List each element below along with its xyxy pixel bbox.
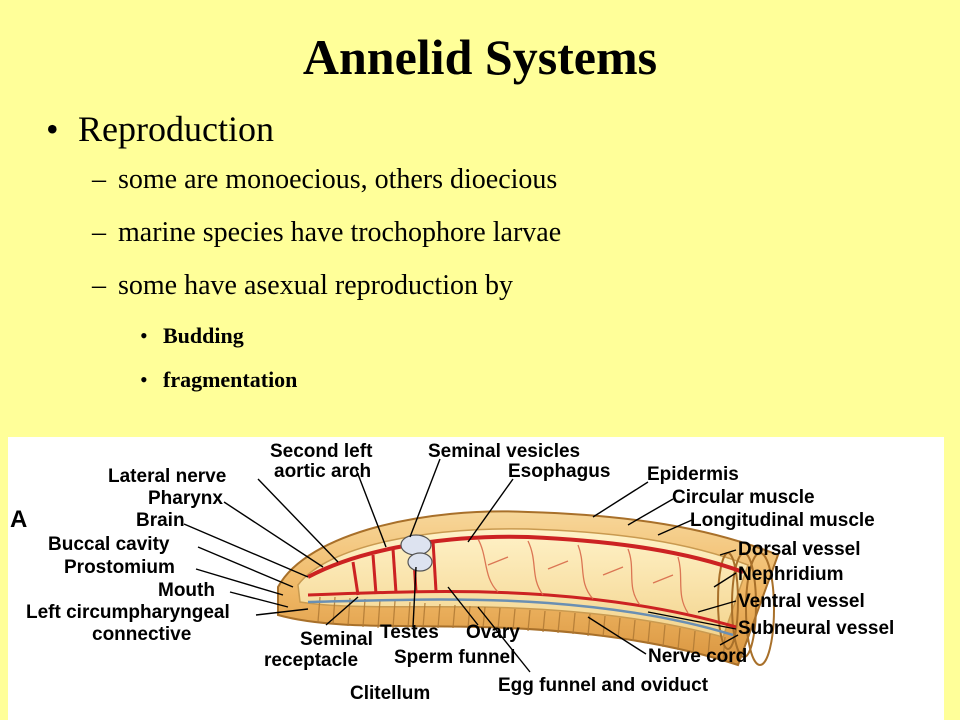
sub-sub-bullet-text: fragmentation: [163, 367, 298, 392]
label-nephridium: Nephridium: [738, 564, 844, 585]
label-testes: Testes: [380, 622, 439, 643]
label-sperm-funnel: Sperm funnel: [394, 647, 515, 668]
panel-letter: A: [10, 506, 27, 533]
sub-sub-bullet-text: Budding: [163, 323, 244, 348]
ventral-vessel: [307, 590, 737, 629]
label-seminal: Seminal: [300, 629, 373, 650]
dorsal-vessel: [307, 534, 744, 579]
label-pharynx: Pharynx: [148, 488, 223, 509]
sub-bullet: –marine species have trochophore larvae: [92, 217, 562, 248]
label-epidermis: Epidermis: [647, 464, 739, 485]
sub-bullet-text: some have asexual reproduction by: [118, 270, 513, 301]
label-left-circumpharyngeal: Left circumpharyngeal: [26, 602, 230, 623]
label-lateral-nerve: Lateral nerve: [108, 466, 226, 487]
label-seminal-vesicles: Seminal vesicles: [428, 441, 580, 462]
label-circular-muscle: Circular muscle: [672, 487, 815, 508]
sub-bullet-text: some are monoecious, others dioecious: [118, 164, 558, 195]
bullet-reproduction: Reproduction: [46, 108, 926, 150]
label-prostomium: Prostomium: [64, 557, 175, 578]
label-connective: connective: [92, 624, 191, 645]
slide-title: Annelid Systems: [302, 29, 658, 85]
label-subneural-vessel: Subneural vessel: [738, 618, 894, 639]
sub-bullet: –some have asexual reproduction by: [92, 270, 513, 301]
sub-bullet-text: marine species have trochophore larvae: [118, 217, 562, 248]
label-ventral-vessel: Ventral vessel: [738, 591, 865, 612]
label-longitudinal-muscle: Longitudinal muscle: [690, 510, 875, 531]
sub-sub-bullet: •Budding: [140, 323, 244, 348]
leader-lines: [183, 458, 739, 673]
bullet-list: Reproduction –some are monoecious, other…: [46, 108, 926, 413]
label-egg-funnel: Egg funnel and oviduct: [498, 675, 709, 696]
label-nerve-cord: Nerve cord: [648, 646, 747, 667]
label-brain: Brain: [136, 510, 185, 531]
body-segments: [317, 596, 726, 661]
seminal-vesicles-shape: [400, 534, 433, 572]
label-esophagus: Esophagus: [508, 461, 610, 482]
earthworm-diagram: Second left aortic arch Seminal vesicles…: [10, 441, 894, 704]
label-receptacle: receptacle: [264, 650, 358, 671]
label-second-left-2: aortic arch: [274, 461, 371, 482]
label-dorsal-vessel: Dorsal vessel: [738, 539, 861, 560]
label-buccal-cavity: Buccal cavity: [48, 534, 170, 555]
earthworm-anatomy-figure: Second left aortic arch Seminal vesicles…: [8, 437, 944, 720]
label-second-left-1: Second left: [270, 441, 373, 462]
sub-sub-bullet: •fragmentation: [140, 367, 298, 392]
sub-bullet: –some are monoecious, others dioecious: [92, 164, 558, 195]
label-clitellum: Clitellum: [350, 683, 430, 704]
label-ovary: Ovary: [466, 622, 520, 643]
nerve-cord: [307, 598, 734, 637]
intestinal-vessels: [477, 538, 689, 614]
label-mouth: Mouth: [158, 580, 215, 601]
